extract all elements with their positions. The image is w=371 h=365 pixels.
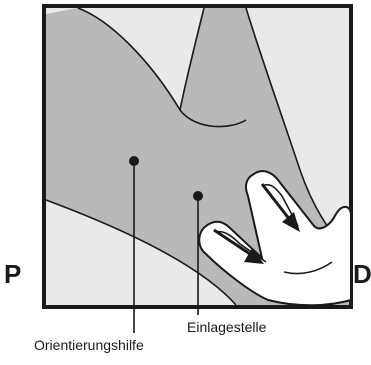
orientation-aid-label: Orientierungshilfe [34, 337, 144, 353]
insertion-site-label: Einlagestelle [187, 319, 266, 335]
direction-label-distal: D [353, 259, 371, 290]
direction-label-proximal: P [4, 259, 21, 290]
